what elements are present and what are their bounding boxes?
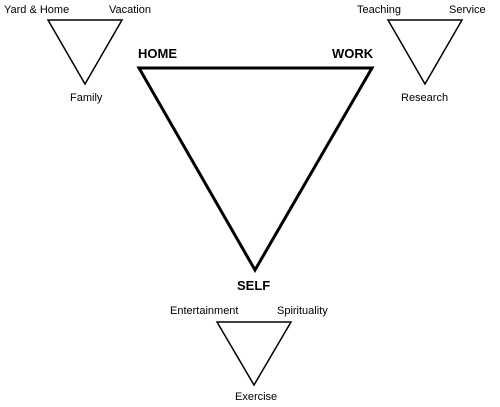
family-label: Family	[70, 92, 103, 104]
research-label: Research	[401, 92, 449, 104]
exercise-label: Exercise	[235, 391, 278, 403]
entertainment-label: Entertainment	[170, 305, 239, 317]
yard-home-label: Yard & Home	[4, 4, 70, 16]
work-triangle	[386, 19, 464, 86]
home-label: HOME	[138, 46, 177, 61]
main-triangle	[136, 66, 375, 274]
self-label: SELF	[237, 278, 271, 293]
self-triangle	[215, 321, 293, 387]
service-label: Service	[449, 4, 486, 16]
spirituality-label: Spirituality	[277, 305, 328, 317]
teaching-label: Teaching	[357, 4, 402, 16]
work-label: WORK	[332, 46, 374, 61]
home-triangle	[46, 19, 124, 86]
vacation-label: Vacation	[109, 4, 151, 16]
